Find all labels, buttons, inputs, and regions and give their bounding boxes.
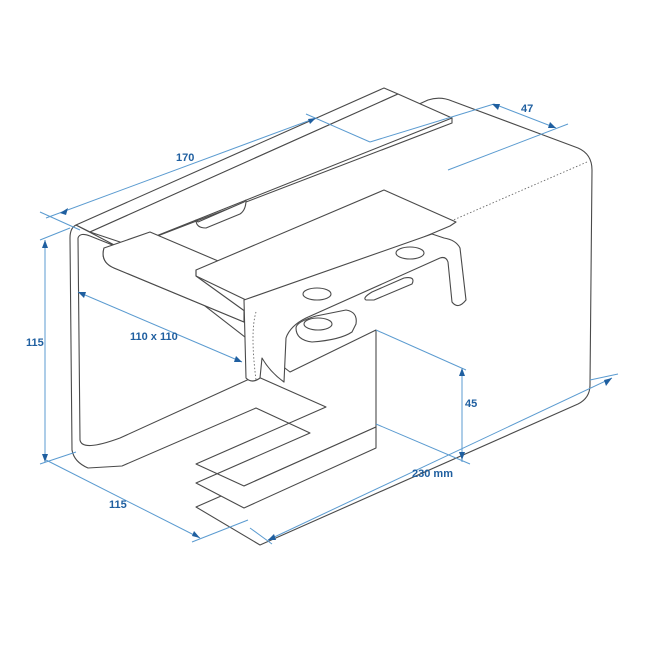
mounting-hole-1 [302,287,332,301]
mounting-hole-3 [303,317,333,331]
dimension-label-total-length: 230 mm [412,468,453,480]
dimension-label-height: 115 [26,337,44,349]
dimension-label-inner-opening: 110 x 110 [130,331,178,343]
dimension-label-slot-height: 45 [465,398,478,410]
top-left-flange [75,87,453,249]
dimension-label-depth: 115 [109,499,127,511]
inner-shelf [102,199,247,323]
dimension-lines [39,103,619,545]
mounting-hole-2 [395,246,425,260]
front-bracket [243,233,467,383]
dimension-label-top-tab-width: 47 [521,103,534,115]
top-right-flange [195,189,457,313]
dimension-label-top-length: 170 [176,152,195,164]
